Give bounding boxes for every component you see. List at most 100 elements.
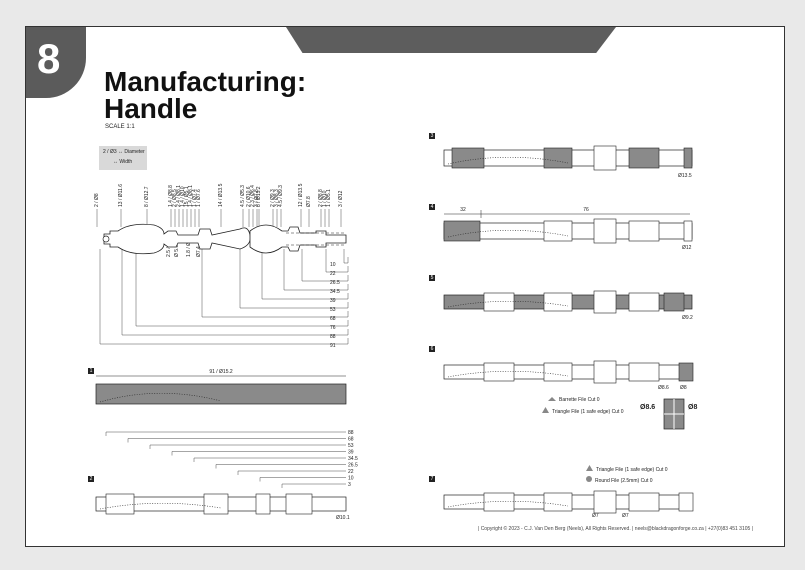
copyright-footer: | Copyright © 2023 - C.J. Van Den Berg (… (478, 526, 753, 532)
step-5-badge: 5 (429, 275, 435, 281)
step-1-badge: 1 (88, 368, 94, 374)
dim-label-low: 2.5 / Ø6 (166, 239, 172, 257)
dim-label-top: 4.5 / Ø9.3 (278, 185, 284, 207)
dim-label-low: Ø7.4 (196, 246, 202, 257)
dim-label-top: 14 / Ø13.5 (218, 183, 224, 207)
detail-dia-a: Ø8.6 (640, 404, 656, 411)
end-cap (102, 235, 110, 243)
legend-width: ↔ Width (113, 159, 132, 165)
page-title-line1: Manufacturing: (104, 66, 307, 97)
profile-guide (447, 500, 569, 508)
handle-outline-right (249, 224, 347, 254)
round-file-note: Round File (2.5mm) Cut 0 (586, 476, 653, 484)
profile-guide (447, 156, 569, 165)
dim-bracket (99, 249, 349, 345)
strip-block (593, 290, 617, 314)
step-5-dia: Ø9.2 (682, 315, 693, 321)
step-2-blank (95, 493, 347, 515)
step-6-dia-b: Ø8 (680, 385, 687, 391)
step-1-blank (95, 383, 347, 405)
dim-label-top: 8 / Ø12.7 (144, 186, 150, 207)
strip-body (95, 383, 347, 405)
barrette-file-icon (548, 397, 556, 401)
dim-label-top: 2 / Ø10.6 (246, 186, 252, 207)
strip-block (628, 147, 660, 169)
legend-diameter: 2 / Ø3 ↔ Diameter (103, 149, 145, 155)
dim-value: 26.5 (330, 280, 340, 286)
legend-box: 2 / Ø3 ↔ Diameter ↔ Width (99, 146, 147, 170)
step-2-scale-value: 26.5 (348, 463, 358, 469)
dim-label-top: 2 / Ø9.3 (270, 189, 276, 207)
legend-diameter-label: Diameter (124, 149, 145, 155)
dim-label-top: 2 / Ø8 (94, 193, 100, 207)
step-7-dia-a: Ø7 (592, 513, 599, 519)
dim-label-top: Ø7.8 (306, 196, 312, 207)
dim-value: 10 (330, 262, 336, 268)
strip-block (543, 362, 573, 382)
step-2-scale-value: 39 (348, 450, 354, 456)
triangle-file-icon (586, 465, 593, 471)
page-title-line2: Handle (104, 93, 198, 124)
step-3-dia: Ø13.5 (678, 173, 692, 179)
profile-guide (447, 300, 569, 308)
step-4-dim-b: 76 (583, 207, 589, 213)
dim-label-top: 4.5 / Ø5.3 (240, 185, 246, 207)
strip-block (483, 362, 515, 382)
profile-guide (447, 370, 569, 378)
dim-value: 22 (330, 271, 336, 277)
step-1-dim: 91 / Ø15.2 (209, 369, 233, 375)
dim-value: 91 (330, 343, 336, 349)
step-2-scale-value: 3 (348, 482, 351, 488)
step-2-scale-value: 22 (348, 469, 354, 475)
barrette-file-note: Barrette File Cut 0 (548, 397, 600, 403)
dim-bracket (201, 249, 349, 318)
dim-label-top: 13 / Ø11.6 (118, 184, 124, 207)
step-6-dia-a: Ø8.6 (658, 385, 669, 391)
dim-label-top: 1 / Ø7.6 (196, 189, 202, 207)
dim-label-top: 8 / Ø15.2 (256, 186, 262, 207)
step-7-badge: 7 (429, 476, 435, 482)
profile-guide (99, 392, 222, 403)
step-7-dia-b: Ø7 (622, 513, 629, 519)
step-2-badge: 2 (88, 476, 94, 482)
round-file-icon (586, 476, 592, 482)
strip-block (628, 492, 660, 512)
dim-label-top: 2.4 / Ø8.1 (176, 185, 182, 207)
step-6-blank (443, 360, 694, 384)
dim-label-low: 1.8 / Ø6.1 (186, 235, 192, 257)
step-5-blank (443, 290, 693, 314)
dim-label-top: 1.4 / Ø8.8 (168, 185, 174, 207)
strip-block (628, 362, 660, 382)
step-2-scale-value: 88 (348, 430, 354, 436)
dim-value: 34.5 (330, 289, 340, 295)
strip-block (105, 493, 135, 515)
strip-block (451, 147, 485, 169)
dim-value: 76 (330, 325, 336, 331)
step-2-scale-value: 10 (348, 476, 354, 482)
dim-label-top: 2 / Ø8.5 (172, 189, 178, 207)
dim-label-top: 12 / Ø13.5 (298, 183, 304, 207)
step-4-blank (443, 218, 693, 244)
strip-block (628, 220, 660, 242)
manual-page: 8 Manufacturing: Handle SCALE 1:1 2 / Ø3… (25, 26, 785, 547)
scale-label: SCALE 1:1 (105, 124, 135, 130)
strip-block (683, 220, 693, 242)
header-band (286, 27, 616, 53)
strip-block (483, 492, 515, 512)
strip-block (628, 292, 660, 312)
strip-block (543, 220, 573, 242)
dim-label-top: 1 / Ø10 (322, 190, 328, 207)
legend-width-label: Width (119, 159, 133, 165)
strip-block (593, 145, 617, 171)
strip-block (443, 220, 481, 242)
dim-bracket (135, 249, 349, 327)
strip-block (543, 492, 573, 512)
dim-label-top: 15 / Ø5.1 (184, 186, 190, 207)
strip-block (543, 292, 573, 312)
dim-value: 68 (330, 316, 336, 322)
strip-block (255, 493, 271, 515)
triangle-file-note-7: Triangle File (1 safe edge) Cut 0 (586, 465, 668, 473)
dim-bracket (325, 249, 349, 273)
triangle-file-note: Triangle File (1 safe edge) Cut 0 (542, 407, 624, 415)
strip-block (593, 490, 617, 514)
